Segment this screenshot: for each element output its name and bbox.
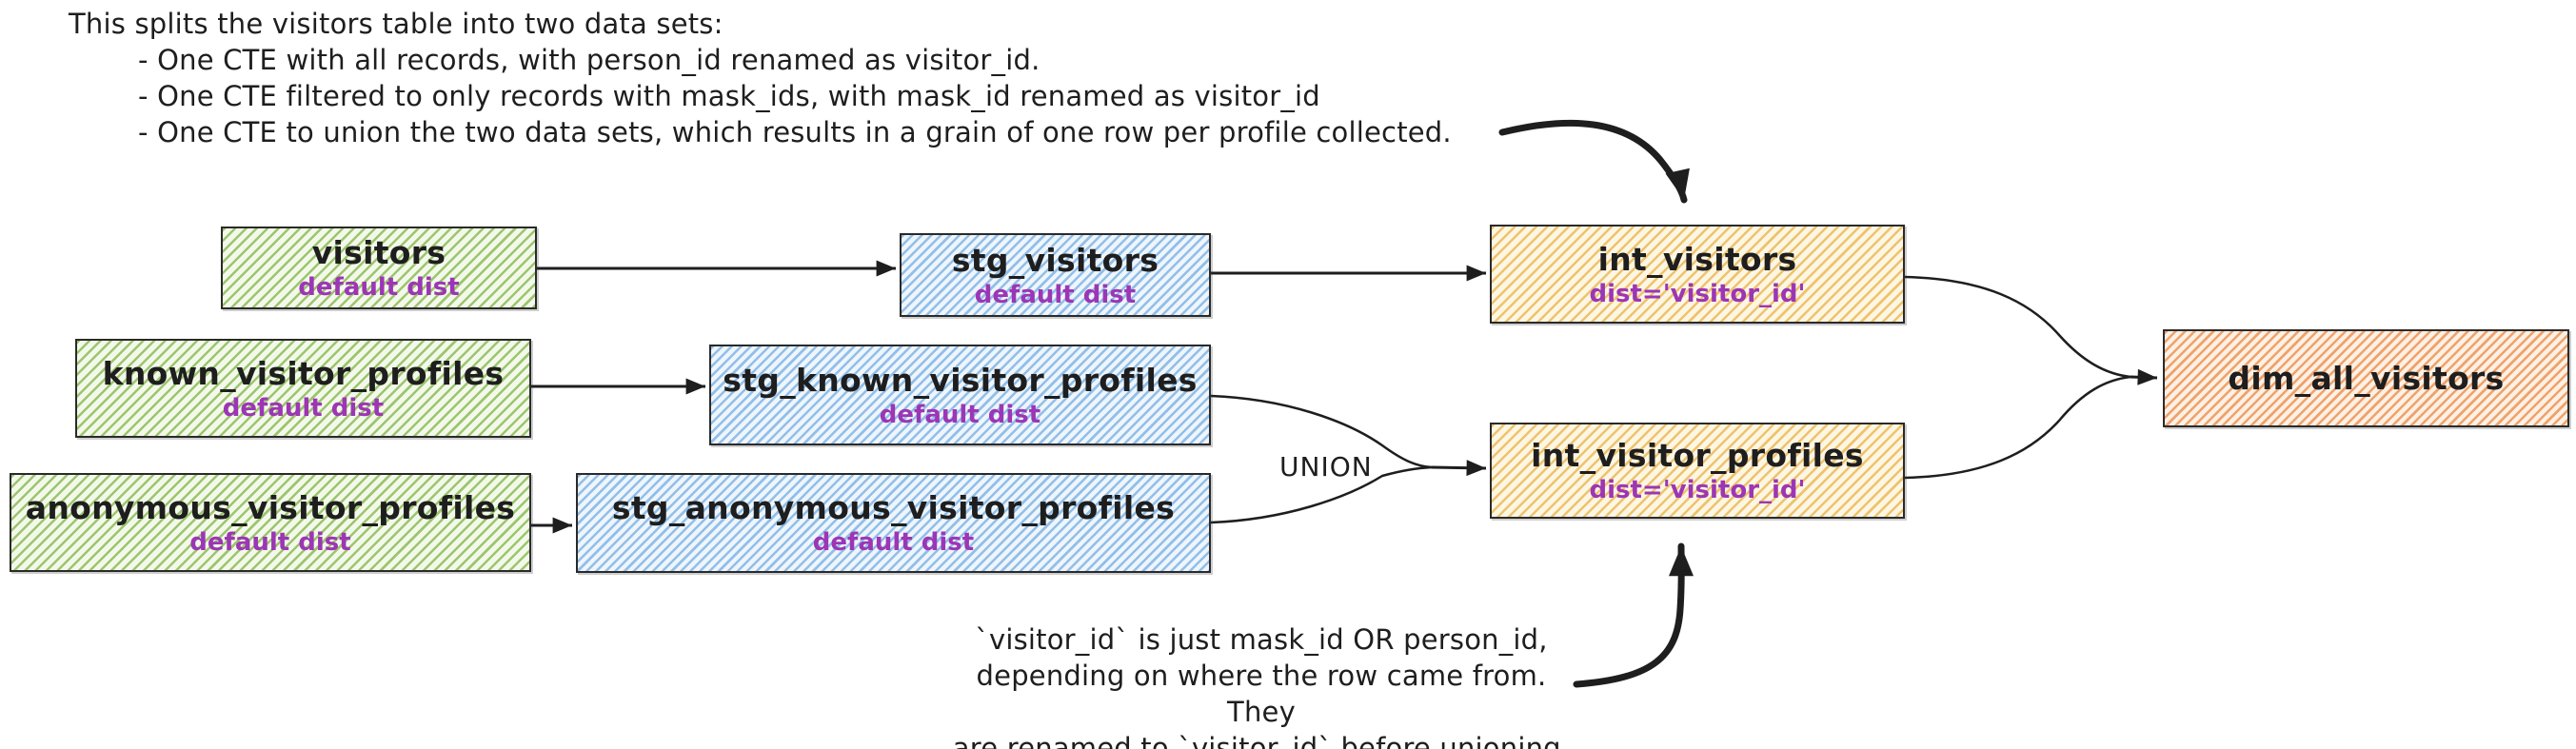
node-title: anonymous_visitor_profiles [25, 488, 516, 526]
node-subtitle: default dist [298, 273, 460, 302]
bottom-annotation-line-3: are renamed to `visitor_id` before union… [952, 732, 1571, 749]
node-title: stg_known_visitor_profiles [723, 361, 1198, 399]
curve-int-visitors-to-dim [1904, 275, 2131, 379]
node-int-visitors[interactable]: int_visitors dist='visitor_id' [1490, 225, 1905, 324]
top-annotation: This splits the visitors table into two … [0, 6, 1452, 150]
curve-int-visitor-profiles-to-dim [1904, 375, 2131, 480]
node-title: visitors [311, 234, 446, 271]
arrow-merge-to-dim-all-visitors [2130, 368, 2158, 385]
arrow-union-to-int-visitor-profiles [1431, 460, 1487, 477]
node-stg-known-visitor-profiles[interactable]: stg_known_visitor_profiles default dist [709, 345, 1211, 445]
node-title: int_visitors [1597, 240, 1797, 278]
node-title: int_visitor_profiles [1531, 437, 1864, 474]
node-subtitle: dist='visitor_id' [1589, 476, 1806, 504]
top-annotation-line-1: This splits the visitors table into two … [69, 8, 723, 40]
node-subtitle: default dist [812, 528, 975, 557]
node-subtitle: default dist [189, 527, 351, 557]
node-visitors[interactable]: visitors default dist [221, 227, 537, 309]
node-title: dim_all_visitors [2228, 360, 2505, 397]
node-known-visitor-profiles[interactable]: known_visitor_profiles default dist [75, 339, 531, 438]
node-subtitle: default dist [879, 400, 1041, 429]
union-label: UNION [1279, 451, 1373, 483]
node-anonymous-visitor-profiles[interactable]: anonymous_visitor_profiles default dist [10, 473, 531, 572]
node-stg-anonymous-visitor-profiles[interactable]: stg_anonymous_visitor_profiles default d… [576, 473, 1211, 573]
curve-stg-anonymous-to-union [1210, 465, 1433, 524]
node-title: known_visitor_profiles [102, 354, 505, 392]
node-stg-visitors[interactable]: stg_visitors default dist [900, 233, 1211, 317]
node-title: stg_visitors [951, 241, 1159, 279]
node-int-visitor-profiles[interactable]: int_visitor_profiles dist='visitor_id' [1490, 423, 1905, 519]
annotation-arrow-top-note-to-int-visitors [1498, 119, 1690, 204]
top-annotation-line-2: - One CTE with all records, with person_… [138, 44, 1040, 76]
bottom-annotation-line-1: `visitor_id` is just mask_id OR person_i… [975, 623, 1548, 656]
bottom-annotation: `visitor_id` is just mask_id OR person_i… [938, 621, 1585, 749]
bottom-annotation-line-2: depending on where the row came from. Th… [976, 660, 1547, 728]
annotation-arrow-bottom-note-to-int-visitor-profiles [1573, 542, 1694, 688]
node-subtitle: default dist [222, 393, 385, 423]
top-annotation-line-3: - One CTE filtered to only records with … [138, 80, 1320, 112]
node-dim-all-visitors[interactable]: dim_all_visitors [2163, 329, 2569, 427]
top-annotation-line-4: - One CTE to union the two data sets, wh… [138, 116, 1452, 148]
node-title: stg_anonymous_visitor_profiles [611, 489, 1176, 526]
curve-stg-known-to-union [1210, 394, 1433, 469]
node-subtitle: dist='visitor_id' [1589, 279, 1806, 308]
node-subtitle: default dist [974, 280, 1137, 309]
